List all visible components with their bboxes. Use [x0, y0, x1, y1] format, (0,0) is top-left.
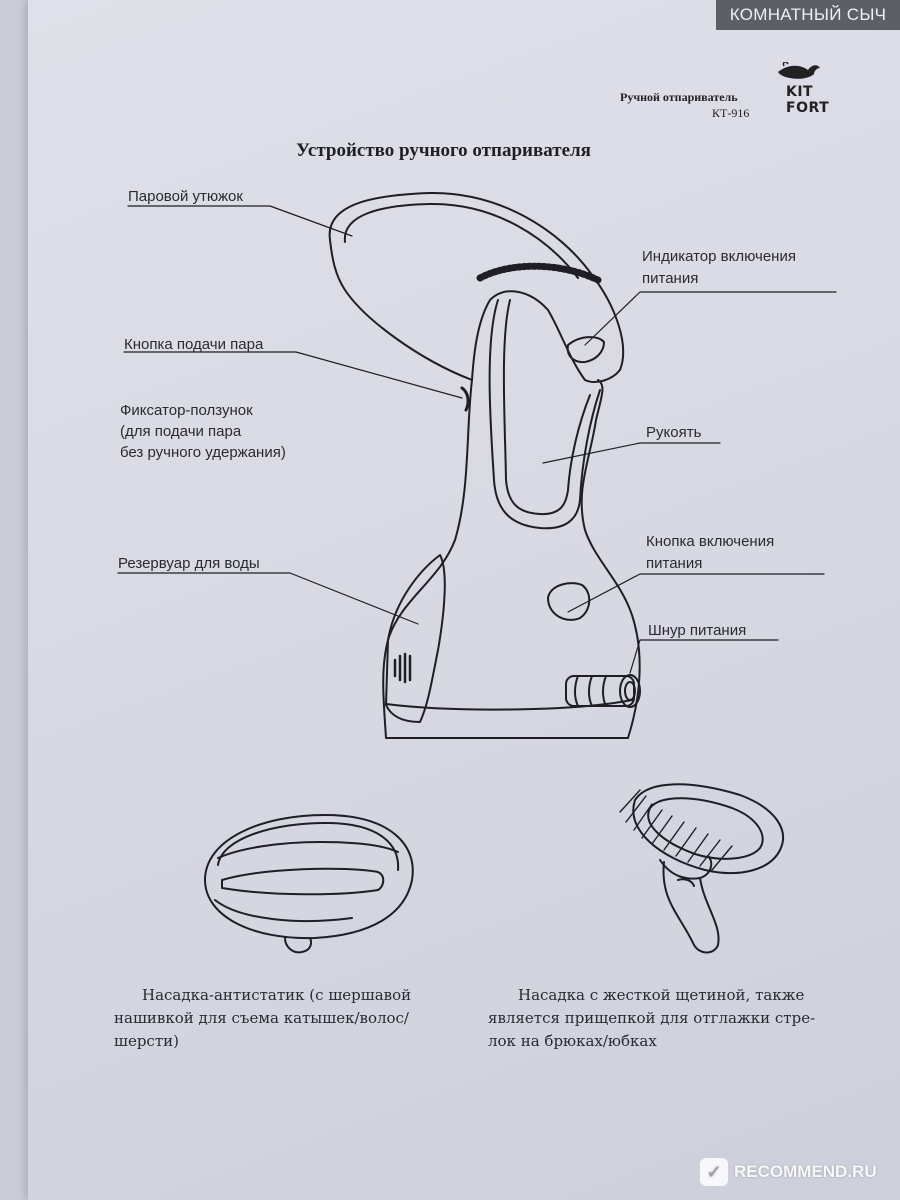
caption-antistatic-line1: Насадка-антистатик (с шершавой [142, 986, 412, 1004]
label-power-indicator-line2: питания [642, 270, 699, 287]
page-title: Устройство ручного отпаривателя [296, 140, 591, 161]
logo-text-kit: KIT [786, 84, 814, 100]
caption-brush-line2: является прищепкой для отглажки стре- [488, 1009, 816, 1027]
recommend-logo-icon: ✓ [700, 1158, 728, 1186]
label-steam-iron: Паровой утюжок [128, 188, 243, 205]
caption-antistatic-line3: шерсти) [114, 1032, 179, 1050]
head-inner-rim [343, 202, 579, 279]
label-power-cord: Шнур питания [648, 622, 747, 639]
label-power-button-line2: питания [646, 555, 703, 572]
logo-text-fort: FORT [786, 100, 830, 116]
label-power-indicator-line1: Индикатор включения [642, 248, 796, 265]
handle-body [382, 379, 641, 739]
label-handle: Рукоять [646, 424, 702, 441]
label-lock-slider-line1: Фиксатор-ползунок [120, 402, 253, 419]
caption-antistatic-line2: нашивкой для съема катышек/волос/ [114, 1009, 409, 1027]
recommend-watermark: ✓ RECOMMEND.RU [700, 1152, 892, 1192]
label-water-tank: Резервуар для воды [118, 555, 260, 572]
leader-lines [117, 205, 837, 674]
base-line [385, 699, 633, 711]
steam-button-shape [460, 386, 470, 412]
caption-brush-line1: Насадка с жесткой щетиной, также [518, 986, 805, 1004]
brush-attachment-drawing [619, 783, 785, 954]
label-steam-button: Кнопка подачи пара [124, 336, 264, 353]
kitfort-whale-icon [778, 62, 820, 79]
antistatic-attachment-drawing [204, 814, 414, 954]
steam-iron-head [328, 191, 625, 383]
power-cord-icon [565, 674, 641, 708]
handle-groove-inner [502, 299, 591, 516]
header-model: КТ-916 [712, 106, 750, 120]
recommend-text: RECOMMEND.RU [734, 1162, 877, 1181]
watermark-label: КОМНАТНЫЙ СЫЧ [716, 0, 900, 30]
label-lock-slider-line2: (для подачи пара [120, 423, 242, 440]
water-tank-shape [385, 554, 446, 723]
header-product: Ручной отпариватель [620, 90, 738, 104]
handle-groove-outer [488, 299, 601, 530]
caption-brush-line3: лок на брюках/юбках [488, 1032, 657, 1050]
manual-page [28, 0, 900, 1200]
tank-vent-icon [393, 652, 412, 684]
handle-ridge [476, 262, 602, 284]
label-power-button-line1: Кнопка включения [646, 533, 775, 550]
label-lock-slider-line3: без ручного удержания) [120, 444, 286, 461]
power-indicator-shape [566, 336, 605, 364]
power-button-shape [547, 582, 591, 621]
